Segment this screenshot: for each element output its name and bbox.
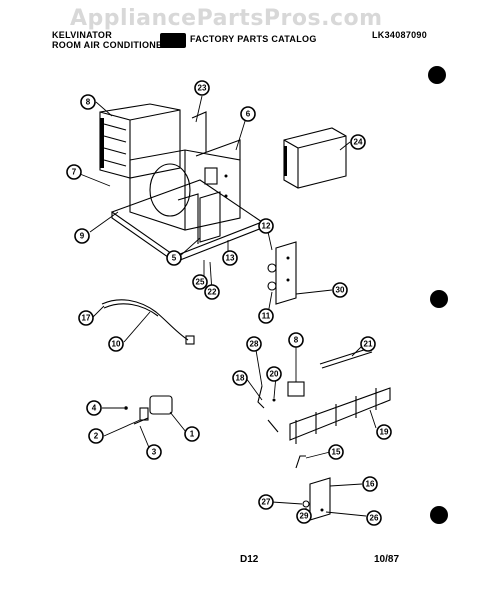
air-louver (289, 347, 391, 444)
binder-hole-middle (430, 290, 448, 308)
callout-4: 4 (86, 400, 102, 416)
evaporator-coil (283, 127, 347, 189)
svg-text:11: 11 (262, 312, 271, 321)
callout-28: 28 (246, 336, 262, 352)
svg-text:27: 27 (262, 498, 271, 507)
svg-text:16: 16 (366, 480, 375, 489)
brand-label: KELVINATOR (52, 30, 113, 40)
binder-hole-top (428, 66, 446, 84)
fan-shroud (129, 111, 241, 231)
callout-20: 20 (266, 366, 282, 382)
svg-text:3: 3 (152, 448, 157, 457)
callout-30: 30 (332, 282, 348, 298)
callout-27: 27 (258, 494, 274, 510)
callout-11: 11 (258, 308, 274, 324)
svg-text:24: 24 (354, 138, 363, 147)
svg-text:8: 8 (86, 98, 91, 107)
revision-date: 10/87 (374, 554, 400, 565)
callout-22: 22 (204, 284, 220, 300)
callout-6: 6 (240, 106, 256, 122)
callout-1: 1 (184, 426, 200, 442)
callout-5: 5 (166, 250, 182, 266)
callout-8-top: 8 (80, 94, 96, 110)
callout-13: 13 (222, 250, 238, 266)
callout-3: 3 (146, 444, 162, 460)
svg-text:9: 9 (80, 232, 85, 241)
page-number: D12 (240, 554, 259, 565)
svg-text:26: 26 (370, 514, 379, 523)
power-cord (101, 299, 195, 345)
svg-text:13: 13 (226, 254, 235, 263)
svg-text:6: 6 (246, 110, 251, 119)
callout-8-switch: 8 (288, 332, 304, 348)
thermostat-relay (295, 455, 331, 521)
callout-17: 17 (78, 310, 94, 326)
condenser-coil (99, 103, 181, 179)
brand-logo (160, 33, 186, 48)
callout-12: 12 (258, 218, 274, 234)
callout-18: 18 (232, 370, 248, 386)
callout-16: 16 (362, 476, 378, 492)
svg-text:17: 17 (82, 314, 91, 323)
svg-text:4: 4 (92, 404, 97, 413)
leader-lines (79, 95, 377, 517)
callout-9: 9 (74, 228, 90, 244)
selector-switch (257, 381, 305, 433)
callout-24: 24 (350, 134, 366, 150)
svg-text:23: 23 (198, 84, 207, 93)
svg-text:19: 19 (380, 428, 389, 437)
binder-hole-bottom (430, 506, 448, 524)
svg-text:1: 1 (190, 430, 195, 439)
callout-21: 21 (360, 336, 376, 352)
svg-text:25: 25 (196, 278, 205, 287)
svg-text:20: 20 (270, 370, 279, 379)
control-panel (267, 241, 297, 305)
svg-text:22: 22 (208, 288, 217, 297)
callout-25: 25 (192, 274, 208, 290)
callout-26: 26 (366, 510, 382, 526)
svg-text:15: 15 (332, 448, 341, 457)
svg-text:12: 12 (262, 222, 271, 231)
svg-text:21: 21 (364, 340, 373, 349)
watermark: AppliancePartsPros.com (70, 6, 383, 31)
callout-7: 7 (66, 164, 82, 180)
svg-text:29: 29 (300, 512, 309, 521)
catalog-label: FACTORY PARTS CATALOG (190, 34, 317, 44)
svg-text:10: 10 (112, 340, 121, 349)
svg-text:18: 18 (236, 374, 245, 383)
svg-text:5: 5 (172, 254, 177, 263)
subtitle-label: ROOM AIR CONDITIONER (52, 40, 170, 50)
capacitor (124, 395, 173, 425)
svg-text:8: 8 (294, 336, 299, 345)
callout-19: 19 (376, 424, 392, 440)
bracket (177, 191, 221, 244)
svg-text:28: 28 (250, 340, 259, 349)
svg-text:2: 2 (94, 432, 99, 441)
callout-23: 23 (194, 80, 210, 96)
svg-text:30: 30 (336, 286, 345, 295)
model-number: LK34087090 (372, 30, 428, 40)
callout-10: 10 (108, 336, 124, 352)
callout-2: 2 (88, 428, 104, 444)
callout-15: 15 (328, 444, 344, 460)
svg-text:7: 7 (72, 168, 77, 177)
callout-29: 29 (296, 508, 312, 524)
